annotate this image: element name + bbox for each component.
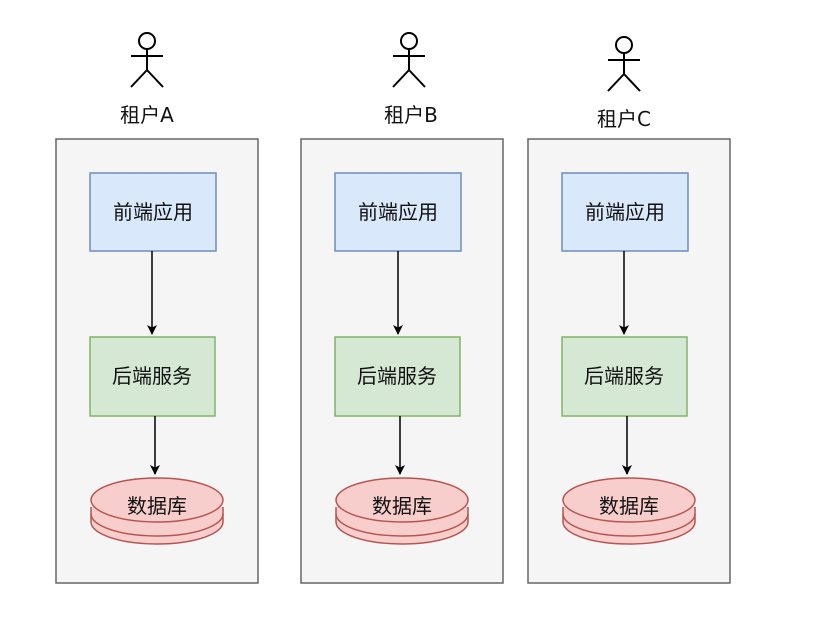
tenant-c-database-label: 数据库 — [599, 494, 659, 518]
tenant-c-database-icon[interactable] — [562, 477, 696, 545]
tenant-b-backend-label: 后端服务 — [357, 364, 437, 388]
tenant-b-frontend-box[interactable] — [334, 172, 462, 252]
tenant-b-database-icon[interactable] — [335, 477, 469, 545]
tenant-b-frontend-label: 前端应用 — [358, 200, 438, 224]
tenant-a-backend-label: 后端服务 — [112, 364, 192, 388]
tenant-a-frontend-box[interactable] — [89, 172, 217, 252]
tenant-c-backend-label: 后端服务 — [584, 364, 664, 388]
tenant-a-backend-box[interactable] — [89, 336, 216, 417]
tenant-b-label: 租户B — [384, 103, 438, 127]
tenant-c-frontend-label: 前端应用 — [585, 200, 665, 224]
tenant-a-frontend-label: 前端应用 — [113, 200, 193, 224]
tenant-b-backend-box[interactable] — [334, 336, 461, 417]
actor-a-icon — [130, 32, 164, 88]
tenant-c-frontend-box[interactable] — [561, 172, 689, 252]
tenant-a-label: 租户A — [120, 103, 174, 127]
actor-b-icon — [392, 32, 426, 88]
tenant-b-database-label: 数据库 — [372, 494, 432, 518]
tenant-b-group: 租户B 前端应用 后端服务 数据库 — [300, 32, 504, 584]
actor-c-icon — [607, 36, 641, 92]
tenant-a-group: 租户A 前端应用 后端服务 数据库 — [55, 32, 259, 584]
tenant-c-backend-box[interactable] — [561, 336, 688, 417]
tenant-a-database-icon[interactable] — [90, 477, 224, 545]
tenant-c-label: 租户C — [597, 107, 651, 131]
tenant-c-group: 租户C 前端应用 后端服务 数据库 — [527, 36, 731, 584]
tenant-a-database-label: 数据库 — [127, 494, 187, 518]
